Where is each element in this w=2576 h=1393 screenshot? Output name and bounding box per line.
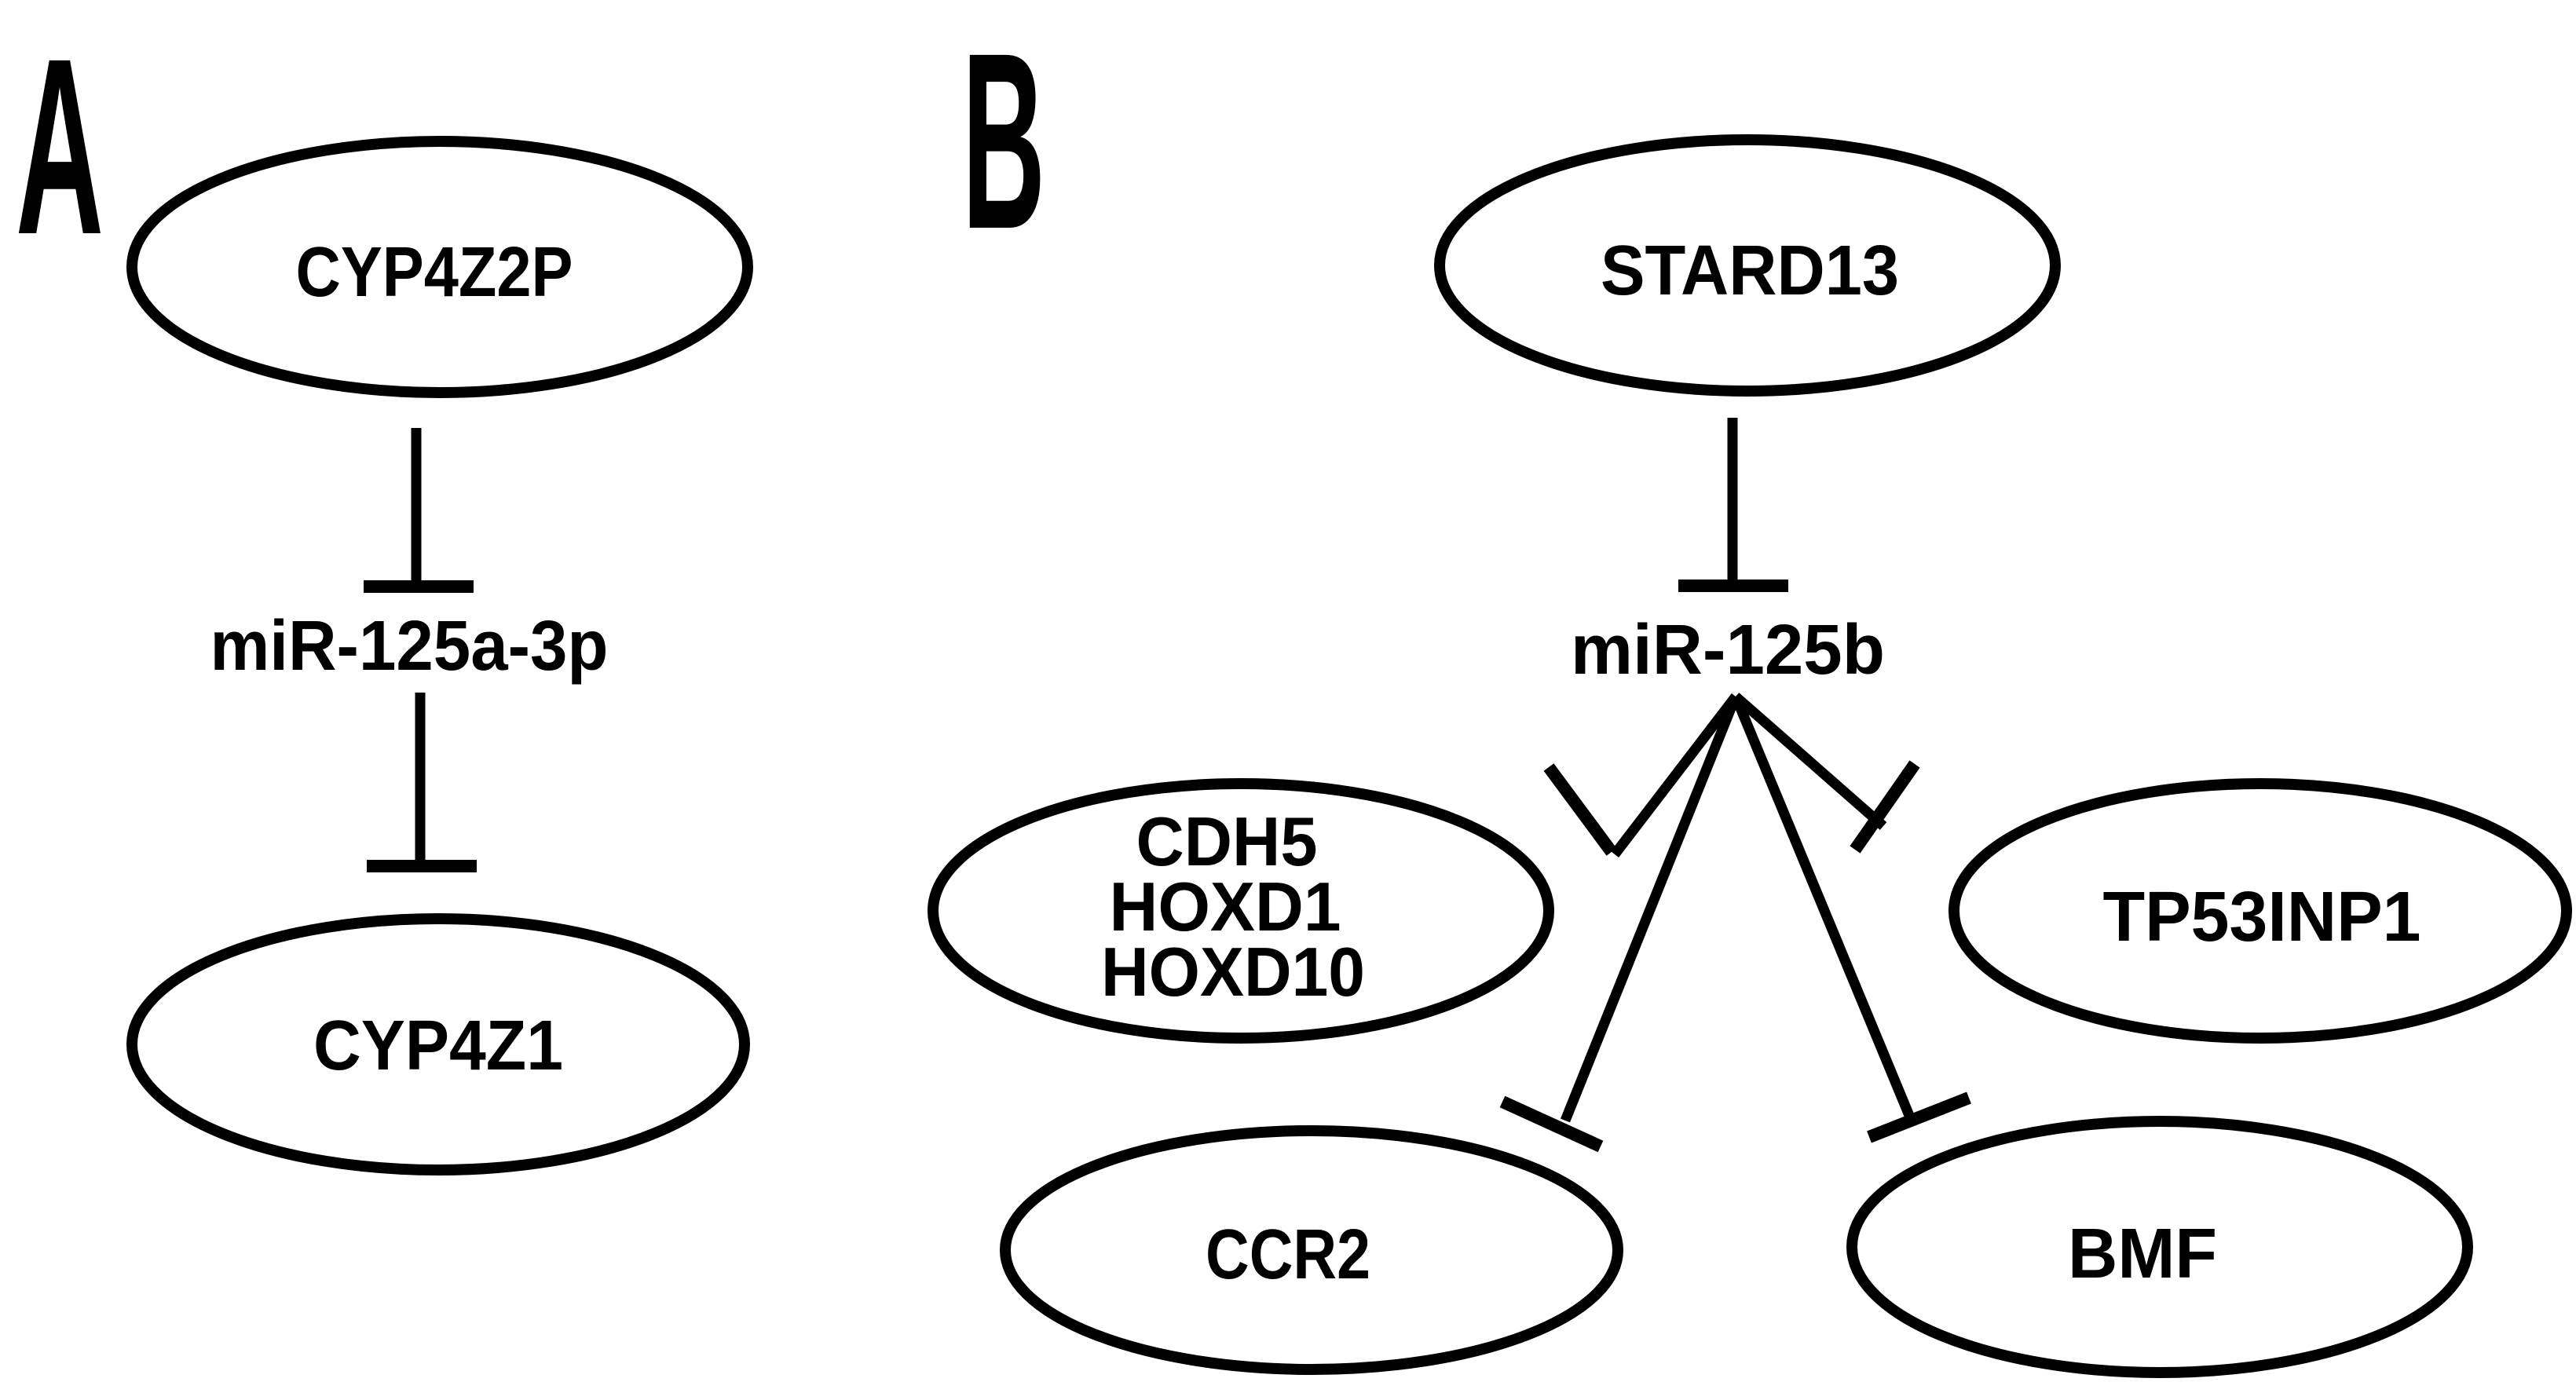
panel-b: B STARD13 miR-125b bbox=[928, 0, 2572, 1378]
ccr2-node-ellipse bbox=[1000, 1125, 1623, 1375]
hoxd1-label: HOXD1 bbox=[1110, 868, 1341, 945]
cdh5-hoxd1-hoxd10-node-ellipse bbox=[928, 778, 1554, 1044]
cyp4z1-label: CYP4Z1 bbox=[313, 1007, 563, 1085]
stard13-node-ellipse bbox=[1434, 134, 2061, 397]
stard13-label: STARD13 bbox=[1601, 232, 1899, 310]
inhibition-arrow-mir125b-to-ccr2 bbox=[1499, 694, 1741, 1153]
arrow-shaft bbox=[1560, 694, 1741, 1123]
cdh5-label: CDH5 bbox=[1136, 803, 1318, 880]
tp53inp1-node-ellipse bbox=[1948, 778, 2572, 1044]
arrow-shaft bbox=[1732, 693, 1887, 830]
panel-a-label: A bbox=[16, 5, 104, 287]
hoxd10-label: HOXD10 bbox=[1101, 933, 1365, 1011]
inhibition-arrow-stard13-to-mir125b bbox=[1678, 418, 1788, 592]
inhibition-arrow-cyp4z2p-to-mir125a3p bbox=[364, 428, 474, 593]
inhibition-arrow-mir125b-to-tp53inp1 bbox=[1732, 693, 1920, 854]
t-bar-icon bbox=[1867, 1091, 1971, 1143]
arrow-shaft bbox=[1730, 694, 1916, 1120]
bmf-label: BMF bbox=[2068, 1215, 2217, 1293]
panel-a: A CYP4Z2P miR-125a-3p CYP4Z1 bbox=[16, 5, 753, 1175]
ccr2-label: CCR2 bbox=[1206, 1216, 1370, 1294]
inhibition-arrow-mir125a3p-to-cyp4z1 bbox=[367, 693, 477, 872]
t-bar-icon bbox=[1850, 760, 1920, 854]
mir-125b-label: miR-125b bbox=[1571, 611, 1885, 689]
mir-125a-3p-label: miR-125a-3p bbox=[210, 607, 609, 686]
inhibition-arrow-mir125b-to-cluster bbox=[1543, 693, 1740, 857]
bmf-node-ellipse bbox=[1846, 1116, 2473, 1378]
arrow-shaft bbox=[1610, 693, 1740, 857]
t-bar-icon bbox=[1543, 763, 1617, 856]
t-bar-icon bbox=[1499, 1095, 1604, 1153]
cyp4z2p-node-ellipse bbox=[126, 136, 753, 398]
inhibition-arrow-mir125b-to-bmf bbox=[1730, 694, 1971, 1143]
panel-b-label: B bbox=[962, 0, 1045, 281]
tp53inp1-label: TP53INP1 bbox=[2103, 878, 2421, 956]
cyp4z1-node-ellipse bbox=[126, 913, 750, 1175]
cyp4z2p-label: CYP4Z2P bbox=[296, 233, 573, 312]
